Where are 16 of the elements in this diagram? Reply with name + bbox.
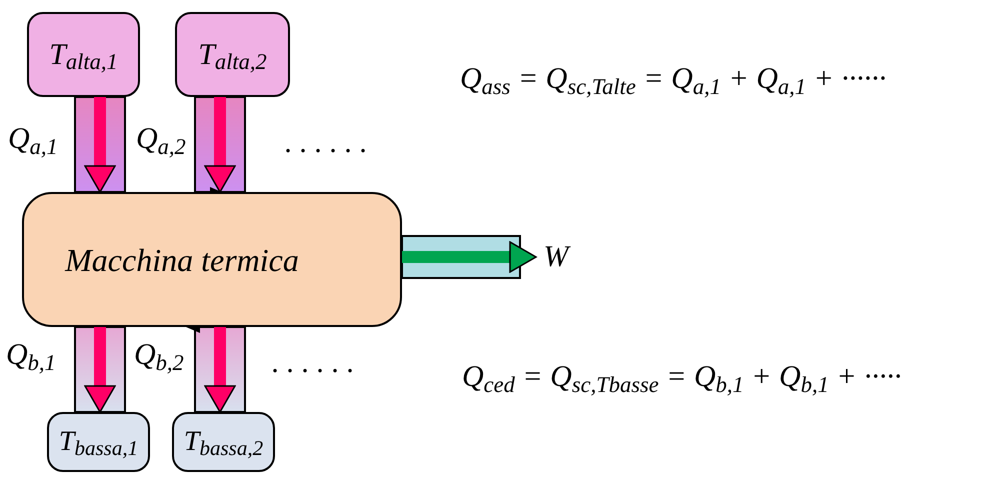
ellipsis-dots: . . . . . . — [285, 128, 368, 158]
reservoir-box — [27, 12, 140, 97]
reservoir-box — [175, 12, 290, 97]
arrow — [204, 97, 236, 193]
reservoir-box — [172, 412, 275, 472]
node-text: T$_{bassa,1}$ — [58, 428, 138, 456]
reservoir-box — [47, 412, 150, 472]
arrow — [84, 97, 116, 193]
node-text: T$_{bassa,2}$ — [184, 428, 264, 456]
node-text: W — [544, 242, 568, 272]
engine-box — [22, 192, 402, 327]
arrow — [204, 327, 236, 413]
arrow — [402, 241, 537, 273]
arrow — [84, 327, 116, 413]
node-text: Macchina termica — [65, 244, 299, 276]
ellipsis-dots: . . . . . . — [272, 348, 354, 378]
